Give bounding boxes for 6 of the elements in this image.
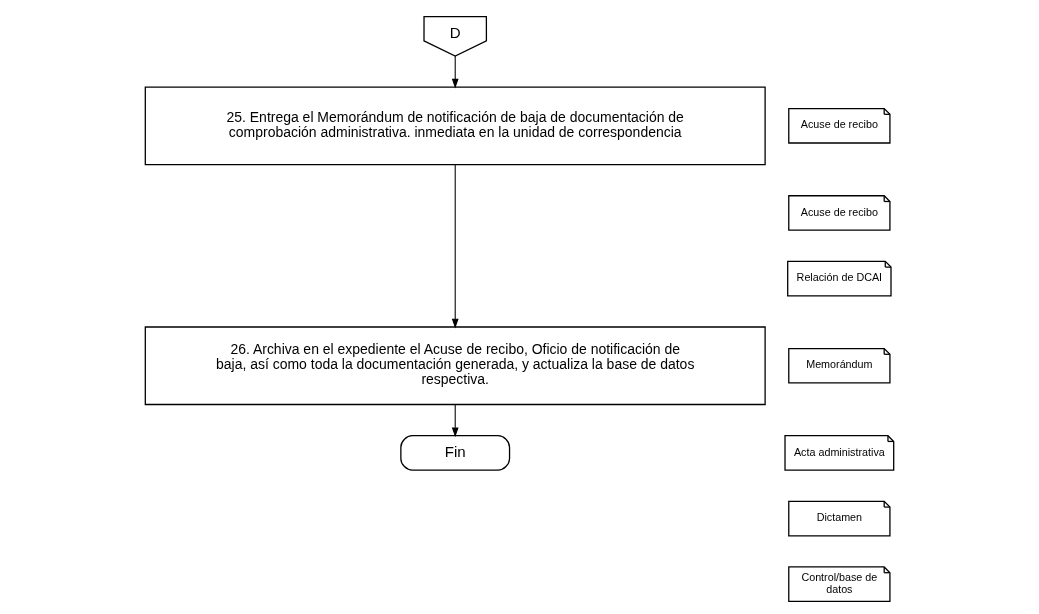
arrow xyxy=(451,164,459,329)
arrow xyxy=(451,55,459,89)
arrow xyxy=(451,404,459,438)
node-box: 26. Archiva en el expediente el Acuse de recibo, Oficio de notificación de baja, así como toda la documentación generada, y actualiza la base de datos respectiva. xyxy=(144,326,766,406)
node-box: Fin xyxy=(400,435,511,471)
node-box: 25. Entrega el Memorándum de notificación de baja de documentación de comprobación administrativa. inmediata en la unidad de correspondencia xyxy=(144,86,766,166)
